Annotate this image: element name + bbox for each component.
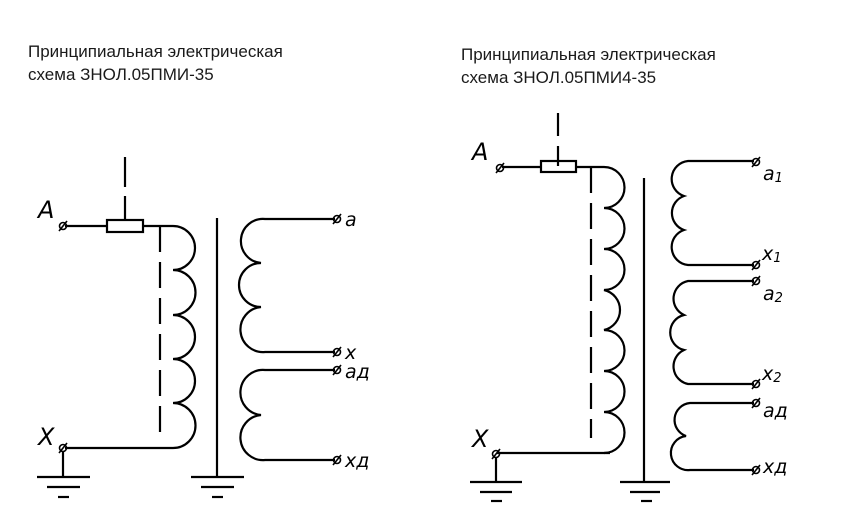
label-terminal-X: X [470, 425, 489, 453]
terminal-a-sec-icon [332, 213, 342, 225]
secondary-coil-a2-x2 [669, 279, 754, 386]
title-right-line1: Принципиальная электрическая [461, 45, 716, 64]
title-left-line2: схема ЗНОЛ.05ПМИ-35 [28, 65, 214, 84]
label-terminal-x: x [344, 342, 357, 364]
core-ground-icon [620, 480, 670, 503]
terminal-x-icon [58, 442, 68, 454]
terminal-a-icon [495, 162, 505, 174]
secondary-coil-a-x [237, 217, 335, 354]
secondary-coil-a1-x1 [670, 159, 754, 267]
label-terminal-xd: xд [762, 456, 787, 478]
label-a2-base: a [763, 283, 775, 305]
label-terminal-A: A [36, 196, 54, 224]
ground-icon [37, 475, 90, 499]
label-terminal-ad: aд [345, 361, 370, 383]
label-a2-sub: 2 [775, 291, 783, 306]
label-terminal-ad: aд [763, 400, 788, 422]
terminal-a-icon [58, 220, 68, 232]
label-x1-sub: 1 [773, 251, 781, 266]
label-terminal-A: A [470, 138, 488, 166]
terminal-x-sec-icon [332, 346, 342, 358]
schematic-right: A X a1 [470, 113, 788, 503]
label-terminal-xd: xд [344, 450, 369, 472]
title-left-line1: Принципиальная электрическая [28, 42, 283, 61]
label-terminal-a2: a2 [763, 283, 783, 306]
terminal-a2-icon [751, 275, 761, 287]
ground-icon [470, 480, 522, 503]
secondary-coil-ad-xd [669, 401, 754, 472]
label-terminal-x2: x2 [761, 363, 782, 386]
primary-coil-right [603, 165, 626, 455]
secondary-coil-ad-xd [239, 368, 335, 462]
fuse [105, 218, 145, 234]
terminal-xd-icon [751, 464, 761, 476]
label-x1-base: x [761, 243, 774, 265]
label-x2-base: x [761, 363, 774, 385]
label-terminal-a: a [345, 209, 357, 231]
terminal-x2-icon [751, 378, 761, 390]
label-a1-sub: 1 [775, 171, 783, 186]
title-right-line2: схема ЗНОЛ.05ПМИ4-35 [461, 68, 657, 87]
terminal-xd-icon [332, 454, 342, 466]
label-terminal-x1: x1 [761, 243, 782, 266]
terminal-x1-icon [751, 259, 761, 271]
primary-coil-left [172, 224, 197, 450]
schematic-left: A X a [36, 157, 370, 499]
label-x2-sub: 2 [773, 371, 781, 386]
label-a1-base: a [763, 163, 775, 185]
label-terminal-X: X [36, 423, 55, 451]
terminal-ad-icon [332, 364, 342, 376]
terminal-a1-icon [751, 156, 761, 168]
label-terminal-a1: a1 [763, 163, 783, 186]
schematic-title-left: Принципиальная электрическая схема ЗНОЛ.… [28, 40, 283, 86]
schematic-title-right: Принципиальная электрическая схема ЗНОЛ.… [461, 43, 716, 89]
core-ground-icon [191, 475, 244, 499]
terminal-ad-icon [751, 397, 761, 409]
